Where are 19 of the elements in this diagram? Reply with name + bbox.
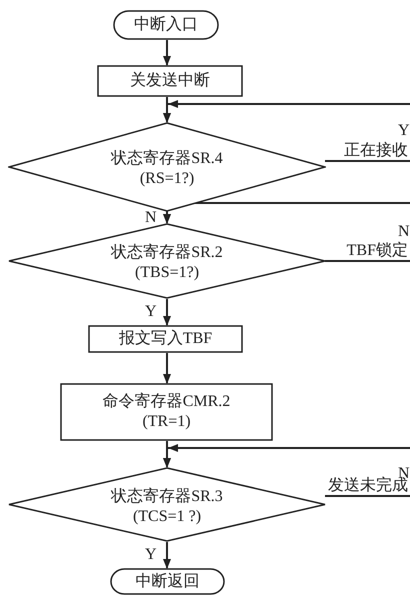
decision-diamond: 状态寄存器SR.3 (TCS=1 ?) — [8, 467, 326, 542]
edge-label: Y — [145, 547, 157, 563]
process-box: 命令寄存器CMR.2 (TR=1) — [60, 383, 273, 441]
edge-label: N — [145, 210, 157, 226]
arrow — [163, 542, 171, 569]
edge-label: 正在接收 — [344, 143, 408, 159]
edge-label: Y — [145, 304, 157, 320]
arrow — [163, 40, 171, 66]
branch-label: N — [398, 224, 410, 240]
branch-label: Y — [398, 123, 410, 139]
decision-diamond: 状态寄存器SR.2 (TBS=1?) — [8, 223, 326, 299]
arrow — [163, 353, 171, 384]
process-box: 报文写入TBF — [88, 325, 243, 353]
arrow — [163, 100, 410, 123]
process-box: 关发送中断 — [97, 65, 243, 97]
edge-label: TBF锁定 — [346, 243, 408, 259]
arrow — [163, 444, 410, 468]
decision-diamond: 状态寄存器SR.4 (RS=1?) — [8, 122, 326, 212]
arrow — [163, 299, 171, 326]
